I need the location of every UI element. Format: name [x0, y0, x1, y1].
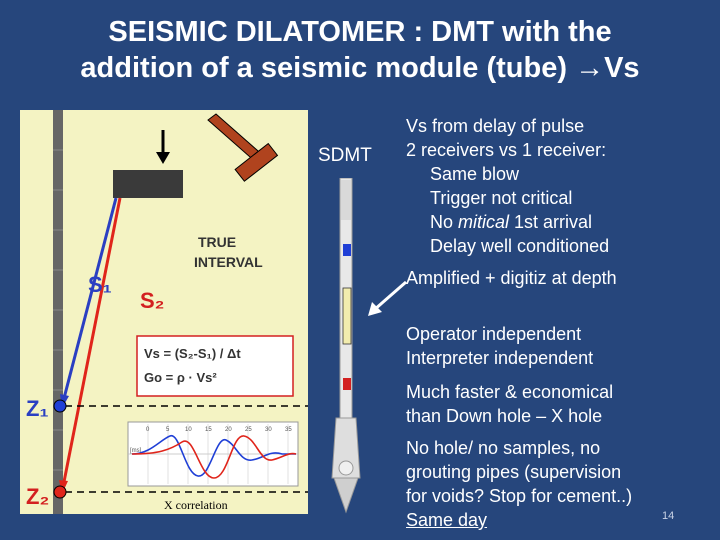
xcorr-tick: 30 [265, 427, 272, 433]
rod-ticks [53, 149, 63, 471]
no-mitical-pre: No [430, 212, 459, 232]
bullet-than-down: than Down hole – X hole [406, 406, 603, 426]
bullet-same-blow: Same blow [430, 164, 520, 184]
xcorr-tick: 10 [185, 427, 192, 433]
probe-top [341, 180, 351, 220]
bullet-amplified: Amplified + digitiz at depth [406, 268, 617, 288]
true-interval-label-1: TRUE [198, 234, 236, 250]
z1-label: Z₁ [26, 396, 49, 421]
formula-vs: Vs = (S₂-S₁) / Δt [144, 346, 241, 361]
bullet-delay: Delay well conditioned [430, 236, 610, 256]
text-block-no-hole: No hole/ no samples, no grouting pipes (… [406, 436, 632, 532]
bullet-voids: for voids? Stop for cement..) [406, 486, 633, 506]
xcorr-tick: 35 [285, 427, 292, 433]
seismic-diagram-svg: TRUE INTERVAL S₁ S₂ Z₁ Z₂ Vs = (S₂-S₁) /… [26, 110, 308, 514]
bullet-no-mitical: No mitical 1st arrival [406, 210, 617, 234]
probe-receiver-upper [343, 244, 351, 256]
title-suffix: Vs [604, 52, 640, 84]
s2-label: S₂ [140, 288, 164, 313]
s1-label: S₁ [88, 272, 112, 297]
arrow-right-icon: → [575, 52, 605, 84]
rod [53, 110, 63, 514]
no-mitical-em: mitical [458, 212, 510, 232]
hammer-icon [207, 113, 279, 182]
title-line-2: addition of a seismic module (tube) →Vs [0, 50, 720, 86]
sdmt-label: SDMT [318, 145, 372, 166]
bullet-grouting: grouting pipes (supervision [406, 462, 622, 482]
title-line-1: SEISMIC DILATOMER : DMT with the [108, 16, 612, 48]
bullet-vs-from-delay: Vs from delay of pulse [406, 116, 585, 136]
bullet-two-receivers: 2 receivers vs 1 receiver: [406, 140, 607, 160]
xcorr-tick: 5 [166, 427, 170, 433]
xcorr-tick: 0 [146, 427, 150, 433]
probe-membrane [338, 460, 354, 476]
s1-ray [60, 197, 118, 407]
bullet-same-day: Same day [406, 510, 488, 530]
sdmt-probe [331, 178, 361, 514]
xcorr-tick: 20 [225, 427, 232, 433]
beam-plate [113, 170, 183, 198]
xcorr-tick: 15 [205, 427, 212, 433]
receiver-z2 [53, 485, 67, 499]
wave-z2 [131, 435, 297, 479]
pointer-arrow-icon [368, 280, 407, 316]
xcorr-tick: 25 [245, 427, 252, 433]
formula-box [136, 335, 294, 397]
formula-go: Go = ρ · Vs² [144, 370, 217, 385]
probe-receiver-lower [343, 378, 351, 390]
text-block-operator: Operator independent Interpreter indepen… [406, 322, 593, 370]
receiver-z1 [53, 399, 67, 413]
bullet-no-hole: No hole/ no samples, no [406, 438, 601, 458]
seismic-diagram: TRUE INTERVAL S₁ S₂ Z₁ Z₂ Vs = (S₂-S₁) /… [20, 110, 308, 514]
probe-module [342, 287, 352, 345]
bullet-trigger: Trigger not critical [430, 188, 573, 208]
bullet-interpreter: Interpreter independent [406, 348, 594, 368]
slide-title: SEISMIC DILATOMER : DMT with the additio… [0, 14, 720, 86]
title-line-2-text: addition of a seismic module (tube) [80, 52, 568, 84]
z2-label: Z₂ [26, 484, 49, 509]
probe-blade [331, 417, 361, 479]
no-mitical-post: 1st arrival [509, 212, 593, 232]
down-arrow-icon [156, 130, 170, 164]
s2-ray [60, 197, 122, 493]
probe-tip [333, 477, 359, 514]
true-interval-label-2: INTERVAL [194, 254, 263, 270]
bullet-operator: Operator independent [406, 324, 582, 344]
wave-z1 [131, 435, 296, 477]
text-block-vs: Vs from delay of pulse 2 receivers vs 1 … [406, 114, 617, 290]
text-block-faster: Much faster & economical than Down hole … [406, 380, 613, 428]
page-number: 14 [662, 510, 675, 522]
bullet-faster: Much faster & economical [406, 382, 614, 402]
xcorr-label: X correlation [164, 498, 228, 512]
xcorr-chart: [ms] 0 5 10 15 20 25 30 35 [127, 421, 299, 487]
xcorr-unit: [ms] [130, 448, 142, 454]
